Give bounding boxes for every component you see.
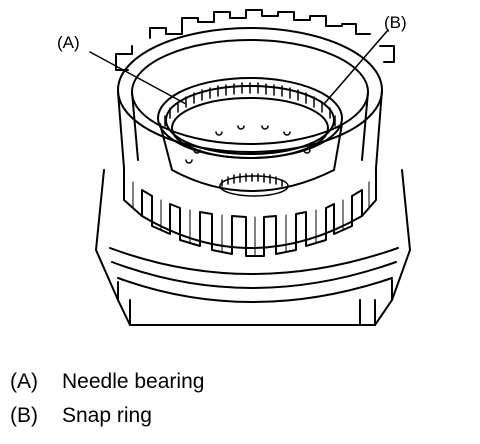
leader-line-b bbox=[323, 29, 389, 105]
legend-text: Needle bearing bbox=[62, 370, 205, 393]
leader-lines bbox=[89, 29, 389, 105]
floor-holes bbox=[185, 125, 311, 164]
legend-key: (B) bbox=[10, 404, 38, 427]
base-housing bbox=[95, 169, 411, 326]
leader-line-a bbox=[89, 51, 187, 105]
legend-item-a: (A) Needle bearing bbox=[10, 370, 204, 394]
needle-bearing-rollers bbox=[164, 82, 336, 127]
gear-teeth-back bbox=[115, 9, 395, 71]
legend-item-b: (B) Snap ring bbox=[10, 404, 152, 428]
legend-key: (A) bbox=[10, 370, 38, 393]
callout-label-b: (B) bbox=[384, 13, 407, 32]
callout-label-a: (A) bbox=[57, 33, 80, 52]
outer-rim bbox=[117, 27, 383, 169]
gear-teeth-front bbox=[123, 167, 377, 257]
inner-bore bbox=[157, 77, 343, 192]
legend-text: Snap ring bbox=[62, 404, 152, 427]
splined-hub bbox=[219, 173, 289, 197]
